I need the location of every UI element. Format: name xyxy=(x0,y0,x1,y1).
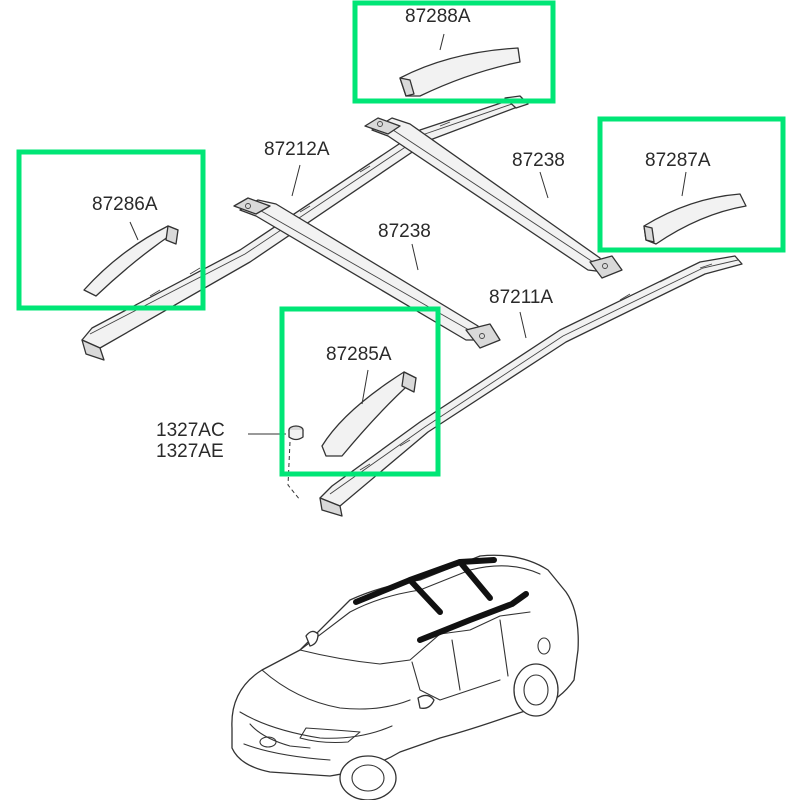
label-87211A: 87211A xyxy=(489,287,553,308)
part-labels: 87288A 87212A 87238 87287A 87286A 87238 … xyxy=(92,6,711,462)
highlight-box-87285A xyxy=(279,306,441,477)
vehicle-illustration xyxy=(231,554,579,800)
cover-87285A[interactable] xyxy=(321,371,417,457)
label-87238-front: 87238 xyxy=(378,221,431,242)
label-87238-rear: 87238 xyxy=(512,150,565,171)
cover-87287A[interactable] xyxy=(643,193,747,245)
label-87285A: 87285A xyxy=(326,344,392,365)
label-1327AE: 1327AE xyxy=(156,441,224,462)
label-87287A: 87287A xyxy=(645,150,711,171)
label-87212A: 87212A xyxy=(264,139,330,160)
cover-87286A[interactable] xyxy=(83,225,179,297)
vehicle-roof-rails xyxy=(353,557,497,605)
highlight-boxes xyxy=(16,0,786,477)
label-87288A: 87288A xyxy=(405,6,471,27)
highlight-box-87288A xyxy=(352,0,556,104)
label-87286A: 87286A xyxy=(92,194,158,215)
cover-87288A[interactable] xyxy=(399,47,521,97)
bolt-1327[interactable] xyxy=(288,425,304,441)
side-rail-right-87211A[interactable] xyxy=(319,255,743,517)
cross-bar-rear-87238[interactable] xyxy=(364,117,623,279)
cross-bar-front-87238[interactable] xyxy=(233,197,501,349)
label-1327AC: 1327AC xyxy=(156,420,225,441)
highlight-box-87287A xyxy=(597,116,786,253)
highlight-box-86286A xyxy=(16,149,206,311)
